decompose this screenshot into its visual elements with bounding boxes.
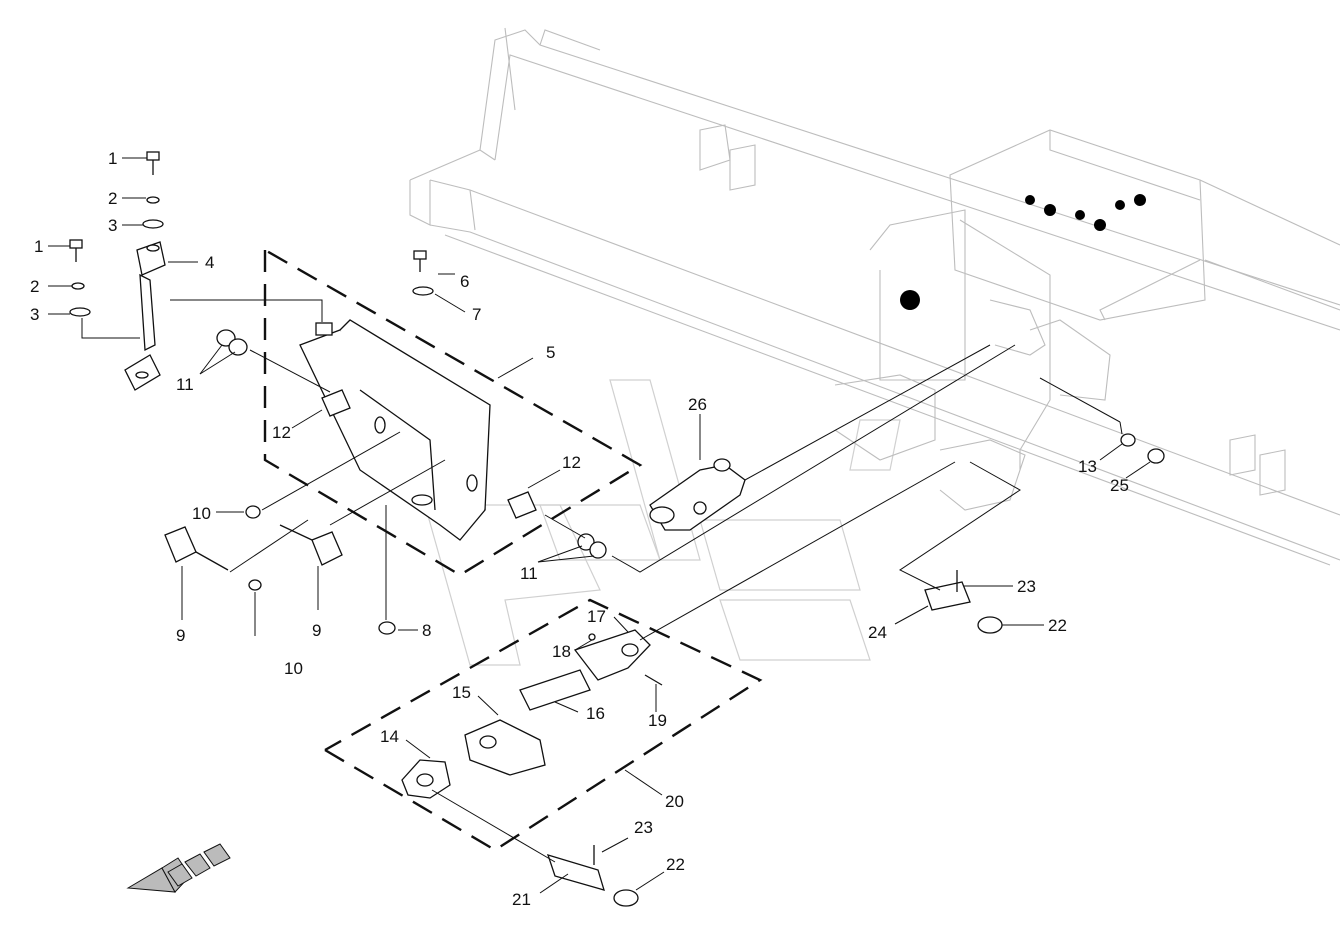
callout-label: 10 <box>284 659 303 678</box>
callout-label: 7 <box>472 305 481 324</box>
callout-label: 8 <box>422 621 431 640</box>
callout-label: 19 <box>648 711 667 730</box>
callout-label: 2 <box>30 277 39 296</box>
callout-label: 1 <box>108 149 117 168</box>
callout-label: 18 <box>552 642 571 661</box>
watermark <box>424 379 901 666</box>
callout-label: 20 <box>665 792 684 811</box>
callout-label: 16 <box>586 704 605 723</box>
assembly-boundaries <box>263 248 763 852</box>
callout-label: 13 <box>1078 457 1097 476</box>
callout-label: 21 <box>512 890 531 909</box>
direction-arrow-icon <box>126 843 231 893</box>
callout-label: 15 <box>452 683 471 702</box>
callout-label: 2 <box>108 189 117 208</box>
callout-label: 14 <box>380 727 399 746</box>
callout-label: 9 <box>312 621 321 640</box>
leader-lines <box>48 157 1151 894</box>
callout-label: 12 <box>562 453 581 472</box>
callout-label: 12 <box>272 423 291 442</box>
callout-label: 4 <box>205 253 214 272</box>
machine-frame <box>409 27 1340 566</box>
parts <box>69 151 1165 907</box>
callout-label: 5 <box>546 343 555 362</box>
callout-label: 9 <box>176 626 185 645</box>
callout-label: 25 <box>1110 476 1129 495</box>
callout-label: 1 <box>34 237 43 256</box>
callout-label: 23 <box>634 818 653 837</box>
callout-label: 23 <box>1017 577 1036 596</box>
callout-label: 10 <box>192 504 211 523</box>
callout-label: 26 <box>688 395 707 414</box>
callout-label: 11 <box>520 564 538 583</box>
callout-label: 11 <box>176 375 194 394</box>
callout-label: 17 <box>587 607 606 626</box>
callout-label: 6 <box>460 272 469 291</box>
callout-label: 22 <box>666 855 685 874</box>
callout-label: 3 <box>108 216 117 235</box>
callout-label: 3 <box>30 305 39 324</box>
callout-labels: 1 2 3 1 4 2 3 6 7 5 11 12 12 10 9 9 10 8… <box>30 149 1129 909</box>
callout-label: 24 <box>868 623 887 642</box>
callout-label: 22 <box>1048 616 1067 635</box>
